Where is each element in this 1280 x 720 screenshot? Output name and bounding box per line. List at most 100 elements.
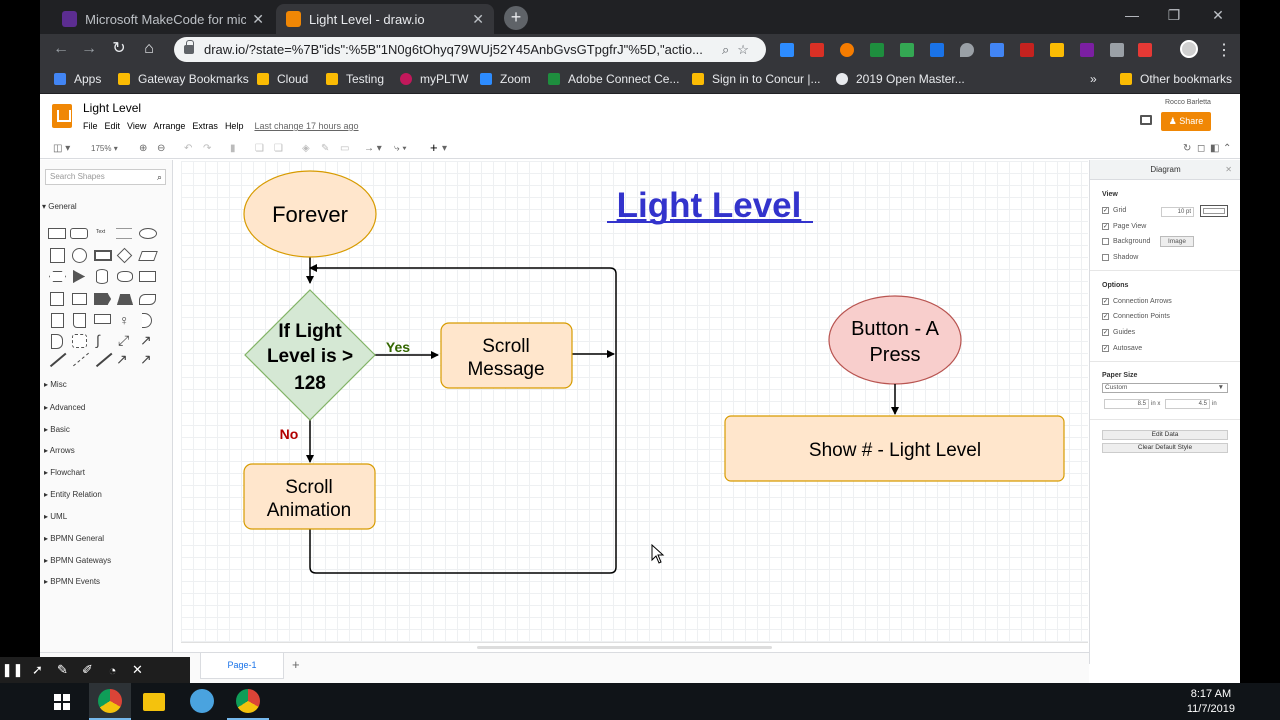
callout-bubble-shape[interactable] (94, 314, 111, 324)
extension-icon[interactable] (1138, 43, 1152, 57)
scroll-message-node[interactable] (440, 322, 573, 389)
internal-storage-shape[interactable] (50, 292, 64, 306)
paper-size-select[interactable]: Custom▼ (1102, 383, 1228, 393)
timer-icon[interactable]: ◔ (108, 662, 117, 678)
arrow-icon[interactable]: ↗ (140, 351, 152, 367)
connection-icon[interactable]: → ▾ (364, 143, 382, 154)
line-shape[interactable] (95, 352, 113, 367)
diagram-canvas[interactable]: Light Level (181, 161, 1088, 643)
autosave-checkbox[interactable]: ✓Autosave (1102, 345, 1142, 352)
connection-points-checkbox[interactable]: ✓Connection Points (1102, 313, 1170, 320)
extension-icon[interactable] (1110, 43, 1124, 57)
location-icon[interactable] (960, 43, 974, 57)
arrow-icon[interactable]: ↗ (140, 332, 152, 348)
section-basic[interactable]: ▸ Basic (44, 425, 70, 434)
menu-edit[interactable]: Edit (104, 121, 121, 131)
close-window-button[interactable]: ✕ (1212, 7, 1224, 23)
or-shape[interactable] (142, 313, 152, 328)
menu-extras[interactable]: Extras (192, 121, 218, 131)
zoom-out-icon[interactable]: ⊖ (157, 143, 166, 154)
zoom-extension-icon[interactable] (780, 43, 794, 57)
collapse-icon[interactable]: ⌃ (1223, 143, 1232, 154)
drive-icon[interactable] (1050, 43, 1064, 57)
menu-help[interactable]: Help (224, 121, 244, 131)
bookmark-apps[interactable]: Apps (54, 72, 101, 86)
grid-checkbox[interactable]: ✓Grid (1102, 207, 1126, 214)
reload-button[interactable]: ↻ (112, 40, 126, 57)
share-button[interactable]: ♟ Share (1161, 112, 1211, 131)
close-icon[interactable]: ✕ (1225, 165, 1232, 174)
parallelogram-shape[interactable] (138, 251, 158, 261)
chrome-icon[interactable] (98, 689, 122, 713)
chevron-down-icon[interactable]: ▾ (442, 143, 448, 154)
app-icon[interactable] (190, 689, 214, 713)
section-uml[interactable]: ▸ UML (44, 512, 68, 521)
tape-shape[interactable] (139, 294, 156, 305)
zoom-in-icon[interactable]: ⊕ (139, 143, 148, 154)
system-clock[interactable]: 8:17 AM 11/7/2019 (1187, 687, 1235, 717)
scroll-animation-node[interactable] (243, 463, 376, 530)
pointer-icon[interactable]: ➚ (32, 662, 43, 677)
delete-icon[interactable]: ▮ (230, 143, 236, 154)
minimize-button[interactable]: — (1125, 7, 1139, 23)
menu-file[interactable]: File (83, 121, 98, 131)
image-button[interactable]: Image (1160, 236, 1194, 247)
section-advanced[interactable]: ▸ Advanced (44, 403, 86, 412)
bookmark-open-master[interactable]: 2019 Open Master... (836, 72, 965, 86)
pause-icon[interactable]: ❚❚ (1, 662, 24, 677)
restore-button[interactable]: ❐ (1167, 7, 1181, 23)
close-icon[interactable]: ✕ (132, 662, 143, 677)
connector-loop-bottom[interactable] (309, 355, 617, 574)
connector-loop-top[interactable] (310, 267, 617, 355)
trapezoid-shape[interactable] (117, 294, 133, 305)
bidirectional-arrow-icon[interactable]: ⤢ (118, 332, 130, 348)
callout-shape[interactable] (139, 271, 156, 282)
extension-icon[interactable] (840, 43, 854, 57)
diagram-title[interactable]: Light Level (617, 186, 802, 225)
tab-makecode[interactable]: Microsoft MakeCode for micro:bit ✕ (52, 4, 274, 34)
section-misc[interactable]: ▸ Misc (44, 380, 67, 389)
rounded-rectangle-shape[interactable] (70, 228, 88, 239)
grid-size-input[interactable]: 10 pt (1161, 207, 1194, 217)
section-arrows[interactable]: ▸ Arrows (44, 446, 75, 455)
waypoints-icon[interactable]: ⤷ ▾ (394, 143, 407, 154)
curve-icon[interactable]: ∫ (96, 332, 100, 348)
search-icon[interactable]: ⌕ (156, 172, 162, 182)
format-panel-icon[interactable]: ◫ ▾ (53, 143, 71, 154)
dashed-line-shape[interactable] (73, 352, 89, 367)
menu-view[interactable]: View (127, 121, 147, 131)
search-shapes-input[interactable]: Search Shapes ⌕ (45, 169, 166, 185)
home-button[interactable]: ⌂ (144, 40, 154, 57)
connection-arrows-checkbox[interactable]: ✓Connection Arrows (1102, 298, 1172, 305)
background-checkbox[interactable]: Background (1102, 238, 1150, 245)
insert-icon[interactable]: + (430, 140, 438, 155)
pen-icon[interactable]: ✎ (57, 662, 68, 677)
ellipse-shape[interactable] (139, 228, 157, 239)
bookmark-zoom[interactable]: Zoom (480, 72, 531, 86)
decision-node[interactable] (244, 289, 376, 421)
guides-checkbox[interactable]: ✓Guides (1102, 329, 1135, 336)
bookmark-cloud[interactable]: Cloud (257, 72, 308, 86)
bookmark-adobe[interactable]: Adobe Connect Ce... (548, 72, 679, 86)
menu-icon[interactable]: ⋮ (1216, 42, 1232, 59)
delay-shape[interactable] (51, 334, 63, 349)
cloud-shape[interactable] (117, 271, 133, 282)
format-icon[interactable]: ◧ (1210, 143, 1220, 154)
forward-button[interactable]: → (81, 40, 97, 57)
textbox-shape[interactable] (116, 228, 132, 239)
file-explorer-icon[interactable] (143, 693, 165, 711)
bookmarks-overflow[interactable]: » (1090, 72, 1097, 86)
tab-drawio[interactable]: Light Level - draw.io ✕ (276, 4, 494, 34)
step-shape[interactable] (94, 293, 111, 305)
shadow-checkbox[interactable]: Shadow (1102, 254, 1138, 261)
paper-height-input[interactable]: 4.5 (1165, 399, 1210, 409)
zoom-select[interactable]: 175% ▾ (91, 144, 118, 153)
to-front-icon[interactable]: ❏ (255, 143, 264, 154)
text-shape[interactable]: Text (96, 229, 106, 235)
search-icon[interactable]: ⌕ (722, 41, 730, 57)
redo-icon[interactable]: ↷ (203, 143, 212, 154)
star-icon[interactable]: ☆ (737, 41, 749, 57)
section-bpmn-gateways[interactable]: ▸ BPMN Gateways (44, 556, 112, 565)
diamond-shape[interactable] (116, 247, 133, 264)
container-shape[interactable] (72, 334, 87, 348)
